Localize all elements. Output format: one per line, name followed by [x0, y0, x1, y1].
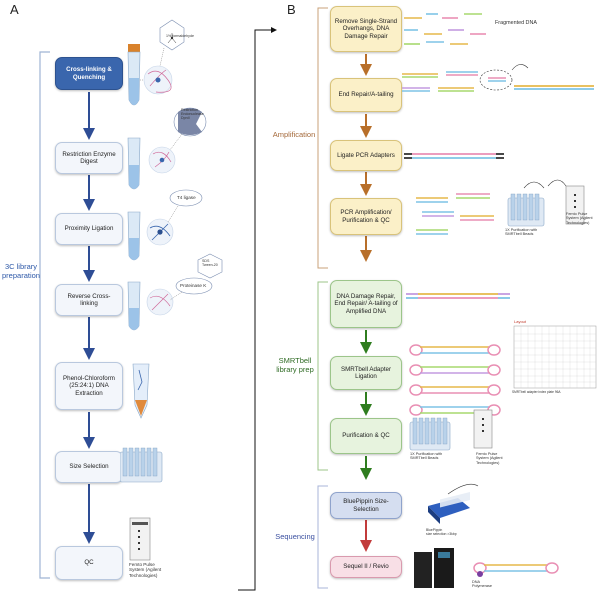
- dna-fragments-icon: [404, 13, 486, 45]
- smrtbell-line2: library prep: [276, 365, 314, 374]
- purif2-line1: 1X Purification with: [410, 452, 443, 456]
- step-cross-linking: Cross-linking & Quenching: [55, 57, 123, 90]
- group-label-amplification: Amplification: [272, 130, 316, 139]
- polymerase-label: DNA Polymerase: [472, 580, 492, 589]
- fragmented-dna-label: Fragmented DNA: [495, 20, 537, 26]
- step-sequel-revio: Sequel II / Revio: [330, 556, 402, 578]
- layout-title: Layout: [514, 319, 527, 324]
- step-qc: QC: [55, 546, 123, 580]
- enzyme-line1: Restriction: [181, 108, 198, 112]
- step-purification-qc: Purification & QC: [330, 418, 402, 454]
- panel-b-illustrations: [402, 13, 597, 588]
- step-proximity-ligation: Proximity Ligation: [55, 213, 123, 245]
- step-ligate-pcr-adapters: Ligate PCR Adapters: [330, 140, 402, 171]
- group-label-sequencing: Sequencing: [275, 532, 315, 541]
- step-restriction-digest: Restriction Enzyme Digest: [55, 142, 123, 174]
- step-phenol-chloroform: Phenol-Chloroform (25:24:1) DNA Extracti…: [55, 362, 123, 410]
- sds-line2: Tween-20: [202, 263, 218, 268]
- panel-a-side-label: 3C library preparation: [2, 262, 40, 280]
- sds-line1: SDS: [202, 259, 210, 263]
- panel-a-bracket: [39, 51, 50, 579]
- femto-pulse-icon: [473, 409, 493, 449]
- enzyme-label: Restriction Endonuclease DpnII: [181, 108, 209, 121]
- femto2-label: Femto Pulse System (Agilent Technologies…: [476, 452, 503, 465]
- tube-icon: [127, 44, 141, 106]
- ligase-label: T4 ligase: [177, 195, 196, 200]
- polymerase-line2: Polymerase: [472, 584, 493, 589]
- purif1-line1: 1X Purification with: [505, 228, 538, 232]
- sds-label: SDS Tween-20: [202, 259, 218, 267]
- step-end-repair: End Repair/A-tailing: [330, 78, 402, 112]
- side-label-line1: 3C library: [4, 262, 38, 271]
- enzyme-line3: DpnII: [181, 116, 190, 121]
- panel-a-arrows: [83, 92, 95, 544]
- polymerase-line1: DNA: [472, 580, 481, 584]
- enzyme-line2: Endonuclease: [181, 112, 204, 117]
- tube-rack-icon: [507, 193, 545, 227]
- step-bluepippin: BluePippin Size-Selection: [330, 492, 402, 519]
- side-label-line2: preparation: [2, 271, 40, 280]
- femto2-line3: Technologies): [476, 460, 500, 465]
- femto-pulse-icon: [565, 185, 585, 225]
- bluepippin-line1: BluePippin: [426, 528, 443, 532]
- step-smrtbell-ligation: SMRTbell Adapter Ligation: [330, 356, 402, 390]
- purif2-line2: SMRTbell Beads: [410, 456, 439, 461]
- smrtbell-icon: [409, 344, 501, 416]
- formaldehyde-icon: [159, 19, 185, 51]
- femto2-line1: Femto Pulse: [476, 452, 498, 456]
- panel-b-letter: B: [287, 2, 296, 17]
- tube-rack-icon: [120, 447, 163, 483]
- bluepippin-icon: [428, 492, 470, 524]
- femto-a-line2: System (Agilent: [129, 567, 162, 573]
- purif1-line2: SMRTbell Beads: [505, 232, 534, 237]
- tube-rack-icon: [409, 417, 451, 451]
- enzyme-icon: [173, 107, 207, 137]
- panel-a-illustrations: [120, 19, 223, 561]
- sequencer-icon: [414, 548, 454, 588]
- step-reverse-cross-linking: Reverse Cross-linking: [55, 284, 123, 316]
- bluepippin-label: BluePippin size selection >3kbp: [426, 528, 457, 536]
- formaldehyde-label: 1% formaldehyde: [166, 34, 194, 38]
- group-label-smrtbell: SMRTbell library prep: [272, 356, 318, 374]
- plate-caption: SMRTbell adapter index plate 96A: [512, 390, 561, 394]
- femto-a-label: Femto Pulse System (Agilent Technologies…: [129, 562, 161, 578]
- step-pcr-amplification: PCR Amplification/ Purification & QC: [330, 198, 402, 235]
- smrtbell-line1: SMRTbell: [278, 356, 312, 365]
- femto-pulse-icon: [129, 517, 151, 561]
- purif1-label: 1X Purification with SMRTbell Beads: [505, 228, 537, 237]
- plate-layout-icon: [513, 325, 597, 389]
- bluepippin-line2: size selection >3kbp: [426, 532, 457, 536]
- femto-a-line3: Technologies): [129, 572, 158, 578]
- femto1-line2: System (Agilent: [566, 216, 593, 221]
- femto2-line2: System (Agilent: [476, 456, 503, 461]
- purif2-label: 1X Purification with SMRTbell Beads: [410, 452, 442, 461]
- step-dna-damage-repair: DNA Damage Repair, End Repair/ A-tailing…: [330, 280, 402, 328]
- femto1-line3: Technologies): [566, 220, 590, 225]
- proteinase-label: Proteinase K: [180, 283, 207, 288]
- step-remove-overhangs: Remove Single-Strand Overhangs, DNA Dama…: [330, 6, 402, 52]
- femto-a-line1: Femto Pulse: [129, 562, 155, 567]
- femto1-label: Femto Pulse System (Agilent Technologies…: [566, 212, 593, 225]
- panel-a-letter: A: [10, 2, 19, 17]
- femto1-line1: Femto Pulse: [566, 212, 588, 216]
